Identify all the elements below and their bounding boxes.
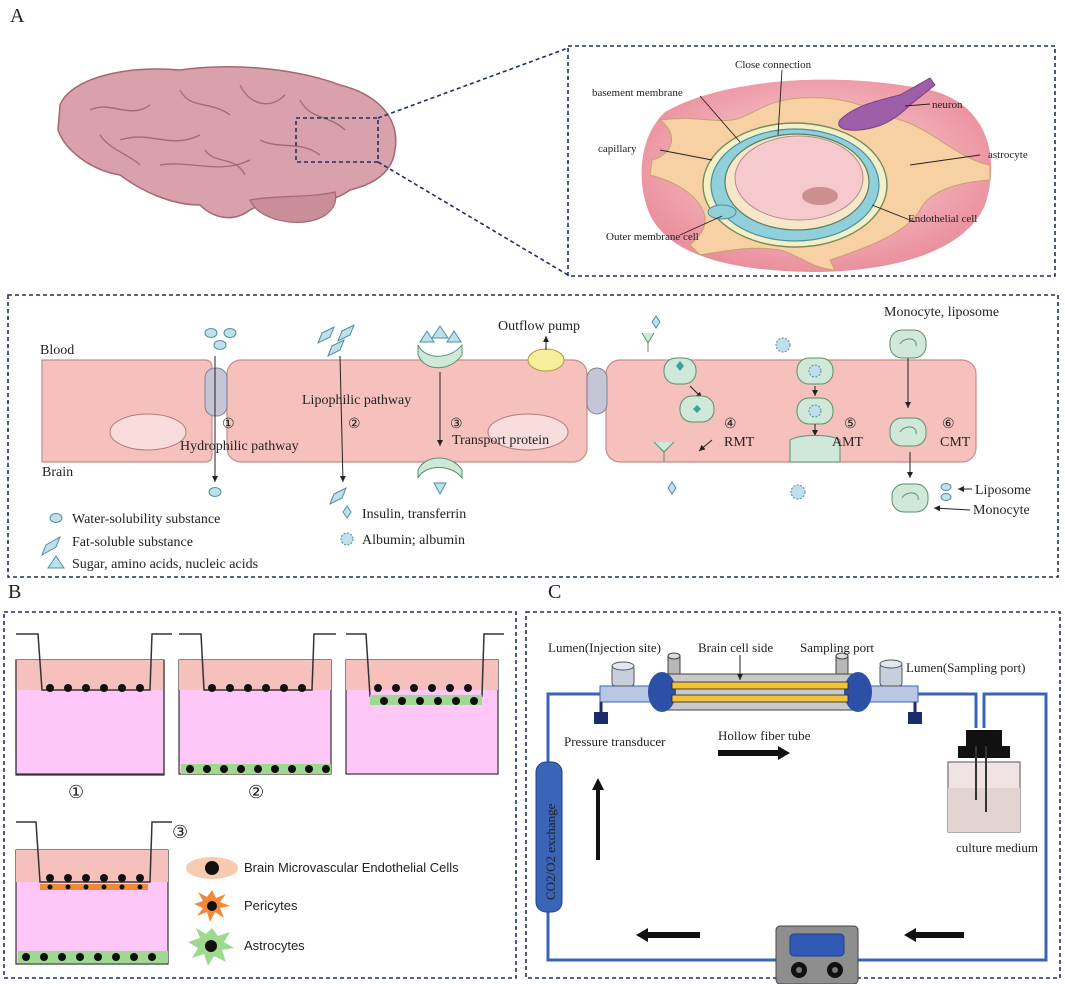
outflow-pump-graphic [527, 336, 565, 372]
legend-fat: Fat-soluble substance [72, 535, 193, 550]
legend-astrocytes: Astrocytes [244, 938, 305, 953]
model-2-label: ② [248, 782, 264, 802]
label-outflow-pump: Outflow pump [498, 319, 580, 334]
amt-graphic [775, 337, 841, 500]
pathway-4-label: RMT [724, 435, 755, 450]
flow-arrows [592, 746, 964, 942]
endothelial-layer [41, 359, 977, 463]
panel-label-a: A [10, 5, 25, 27]
label-brain-cell-side: Brain cell side [698, 640, 773, 655]
peristaltic-pump [775, 925, 859, 984]
pathway-6-label: CMT [940, 435, 971, 450]
label-outer-membrane-cell: Outer membrane cell [606, 231, 699, 243]
gas-exchanger [535, 761, 563, 913]
brain-illustration [57, 66, 397, 223]
star-ring-icon [340, 532, 354, 546]
diamond-icon [342, 505, 352, 519]
pathway-5-label: AMT [832, 435, 864, 450]
panel-label-c: C [548, 581, 561, 603]
label-lumen-injection: Lumen(Injection site) [548, 640, 661, 655]
hollow-fiber-module [594, 652, 922, 724]
label-monocyte: Monocyte [973, 503, 1030, 518]
transwell-2 [178, 633, 336, 775]
pathway-labels: ① Hydrophilic pathway ② Lipophilic pathw… [180, 393, 971, 454]
legend-insulin: Insulin, transferrin [362, 507, 466, 522]
bbb-cross-section [641, 77, 992, 272]
transport-frame [7, 294, 1059, 578]
label-sampling-port: Sampling port [800, 640, 874, 655]
label-blood: Blood [40, 343, 74, 358]
culture-medium-bottle [947, 730, 1021, 833]
transport-protein-graphic [417, 325, 463, 496]
panel-label-b: B [8, 581, 21, 603]
bbb-inset-frame [567, 45, 1056, 277]
pathway-3-num: ③ [450, 417, 463, 432]
model-1-label: ① [68, 782, 84, 802]
triangle-icon [47, 555, 65, 569]
legend-endothelial: Brain Microvascular Endothelial Cells [244, 860, 459, 875]
fat-flake-icon [41, 535, 61, 557]
label-gas-exchange: CO2/O2 exchange [543, 803, 558, 900]
pathway-6-num: ⑥ [942, 417, 955, 432]
panel-b-legend: Brain Microvascular Endothelial Cells Pe… [186, 857, 459, 966]
label-brain: Brain [42, 465, 73, 480]
label-basement-membrane: basement membrane [592, 87, 683, 99]
legend-pericytes: Pericytes [244, 898, 298, 913]
label-liposome: Liposome [975, 483, 1031, 498]
label-neuron: neuron [932, 99, 963, 111]
pathway-3-label: Transport protein [452, 433, 549, 448]
zoom-line-bottom [377, 161, 569, 276]
zoom-line-top [377, 47, 569, 119]
legend-water: Water-solubility substance [72, 512, 220, 527]
legend-albumin: Albumin; albumin [362, 533, 465, 548]
label-lumen-sampling: Lumen(Sampling port) [906, 660, 1026, 675]
label-close-connection: Close connection [735, 59, 812, 71]
hydrophilic-path-graphic [204, 328, 237, 497]
lipophilic-path-graphic [317, 323, 355, 506]
transwell-3 [15, 821, 172, 965]
label-astrocyte: astrocyte [988, 149, 1028, 161]
pathway-2-label: Lipophilic pathway [302, 393, 411, 408]
panel-c-frame [525, 611, 1061, 979]
label-capillary: capillary [598, 143, 637, 155]
cmt-graphic [889, 329, 952, 513]
pathway-2-num: ② [348, 417, 361, 432]
label-pressure-transducer: Pressure transducer [564, 734, 666, 749]
pathway-1-label: Hydrophilic pathway [180, 439, 299, 454]
transport-legend: Water-solubility substance Fat-soluble s… [41, 505, 466, 572]
panel-c-labels: Lumen(Injection site) Brain cell side Sa… [543, 640, 1038, 900]
rmt-graphic [641, 315, 715, 495]
pathway-1-num: ① [222, 417, 235, 432]
label-monocyte-liposome: Monocyte, liposome [884, 305, 999, 320]
label-culture-medium: culture medium [956, 840, 1038, 855]
transwell-3-top [345, 633, 504, 775]
panel-b-frame [3, 611, 517, 979]
water-drop-icon [49, 513, 63, 523]
bbb-labels: Close connection basement membrane neuro… [592, 59, 1028, 243]
legend-sugar: Sugar, amino acids, nucleic acids [72, 557, 258, 572]
pathway-4-num: ④ [724, 417, 737, 432]
pathway-5-num: ⑤ [844, 417, 857, 432]
label-endothelial-cell: Endothelial cell [908, 213, 977, 225]
model-3-label: ③ [172, 822, 188, 842]
label-hollow-fiber-tube: Hollow fiber tube [718, 728, 811, 743]
transwell-1 [15, 633, 172, 776]
bbb-leader-lines [659, 69, 981, 236]
